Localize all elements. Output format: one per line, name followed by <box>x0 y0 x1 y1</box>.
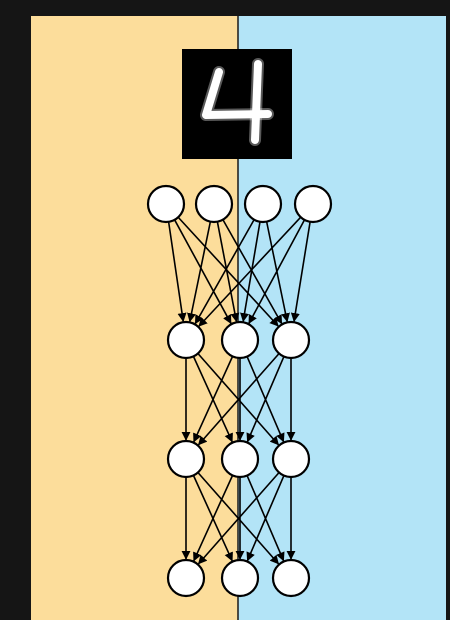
node-layer0-1 <box>196 186 232 222</box>
node-layer1-0 <box>168 322 204 358</box>
node-layer3-0 <box>168 560 204 596</box>
node-layer1-2 <box>273 322 309 358</box>
node-layer0-0 <box>148 186 184 222</box>
node-layer0-2 <box>245 186 281 222</box>
node-layer3-2 <box>273 560 309 596</box>
node-layer2-0 <box>168 441 204 477</box>
node-layer2-1 <box>222 441 258 477</box>
node-layer2-2 <box>273 441 309 477</box>
node-layer0-3 <box>295 186 331 222</box>
input-digit-image: 4 <box>182 49 292 163</box>
node-layer1-1 <box>222 322 258 358</box>
node-layer3-1 <box>222 560 258 596</box>
